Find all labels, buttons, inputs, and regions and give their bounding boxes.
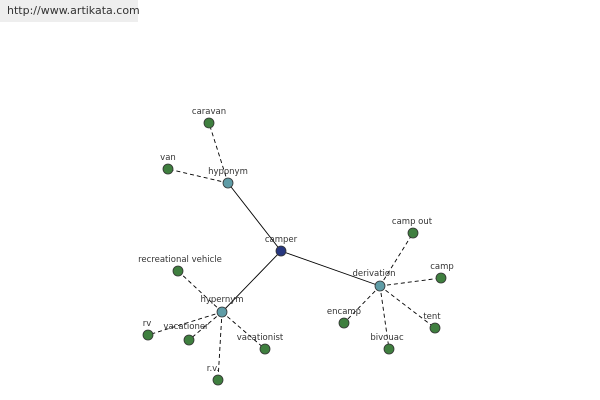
label-hypernym: hypernym [200,295,243,305]
edge-derivation-bivouac [379,285,390,350]
node-derivation[interactable] [374,280,386,292]
node-camp-out[interactable] [407,227,419,239]
label-caravan: caravan [192,107,226,117]
edge-hypernym-recreational-vehicle [177,270,223,313]
label-van: van [160,153,176,163]
node-vacationer[interactable] [183,334,195,346]
url-label[interactable]: http://www.artikata.com [0,0,140,22]
graph-edges [147,122,442,381]
node-tent[interactable] [429,322,441,334]
label-camper: camper [265,235,298,245]
label-derivation: derivation [352,269,395,279]
edge-derivation-camp [379,277,442,287]
edge-hyponym-caravan [208,122,229,184]
edge-camper-derivation [280,250,381,287]
edge-derivation-tent [379,285,436,329]
label-recreational-vehicle: recreational vehicle [138,255,222,265]
node-caravan[interactable] [203,117,215,129]
node-rv[interactable] [142,329,154,341]
label-tent: tent [423,312,441,322]
label-camp-out: camp out [392,217,433,227]
label-vacationist: vacationist [237,333,284,343]
edge-derivation-camp-out [379,232,414,287]
node-encamp[interactable] [338,317,350,329]
label-hyponym: hyponym [208,167,248,177]
edge-hypernym-r-v [217,311,223,381]
edge-camper-hyponym [227,182,282,252]
edge-derivation-encamp [343,285,381,324]
node-hypernym[interactable] [216,306,228,318]
node-hyponym[interactable] [222,177,234,189]
edge-hypernym-vacationist [221,311,266,350]
edge-hypernym-vacationer [188,311,223,341]
node-recreational-vehicle[interactable] [172,265,184,277]
label-camp: camp [430,262,454,272]
label-encamp: encamp [327,307,361,317]
node-bivouac[interactable] [383,343,395,355]
node-camp[interactable] [435,272,447,284]
edge-hypernym-rv [147,311,223,336]
edge-camper-hypernym [221,250,282,313]
label-bivouac: bivouac [370,333,404,343]
node-r-v[interactable] [212,374,224,386]
edge-hyponym-van [167,168,229,184]
label-r-v: r.v. [207,364,220,374]
graph-nodes: camper hyponym caravan van hypernym recreatio… [138,107,454,386]
node-vacationist[interactable] [259,343,271,355]
node-camper[interactable] [275,245,287,257]
label-vacationer: vacationer [163,322,209,332]
label-rv: rv [143,319,152,329]
node-van[interactable] [162,163,174,175]
